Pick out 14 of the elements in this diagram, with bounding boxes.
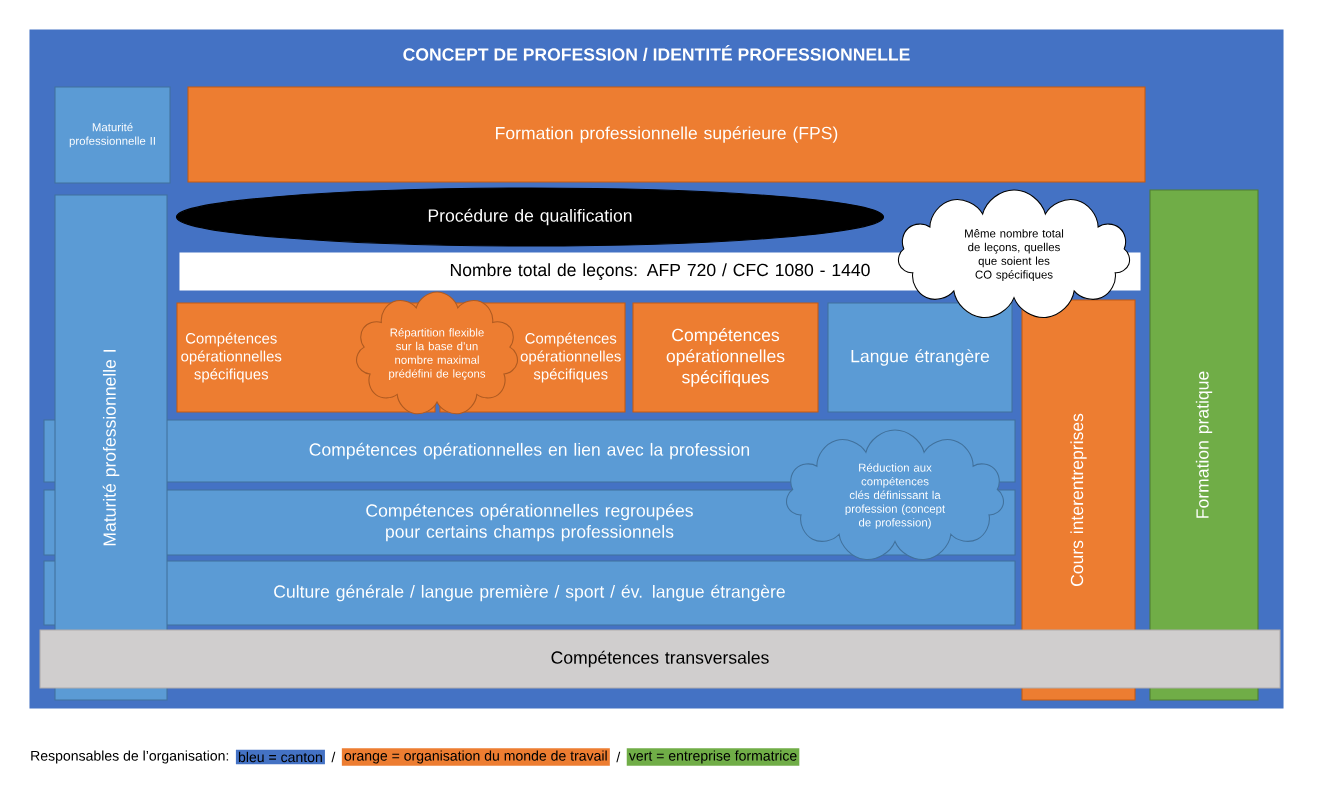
legend-text: orange = organisation du monde de travail — [344, 750, 607, 764]
note-cloud: Même nombre total de leçons, quelles que soient les CO spécifiques — [897, 189, 1131, 319]
legend-caption: Responsables de l’organisation: — [31, 750, 229, 764]
note-cloud: Réduction aux compétences clés définissant la profession (concept de profession) — [786, 429, 1004, 561]
legend-text: vert = entreprise formatrice — [628, 750, 797, 764]
language-box: Langue étrangère — [827, 302, 1013, 413]
training-box: Formation professionnelle supérieure (FPS) — [187, 86, 1146, 183]
maturity-box: Maturité professionnelle II — [54, 86, 171, 184]
competence-box: Compétences opérationnelles spécifiques — [632, 302, 819, 413]
legend-caption: / — [616, 751, 621, 763]
legend-caption: / — [331, 751, 336, 763]
transversal-band: Compétences transversales — [39, 629, 1281, 689]
legend-text: bleu = canton — [238, 751, 322, 763]
note-cloud: Répartition flexible sur la base d’un nombre maximal prédéfini de leçons — [356, 291, 518, 415]
